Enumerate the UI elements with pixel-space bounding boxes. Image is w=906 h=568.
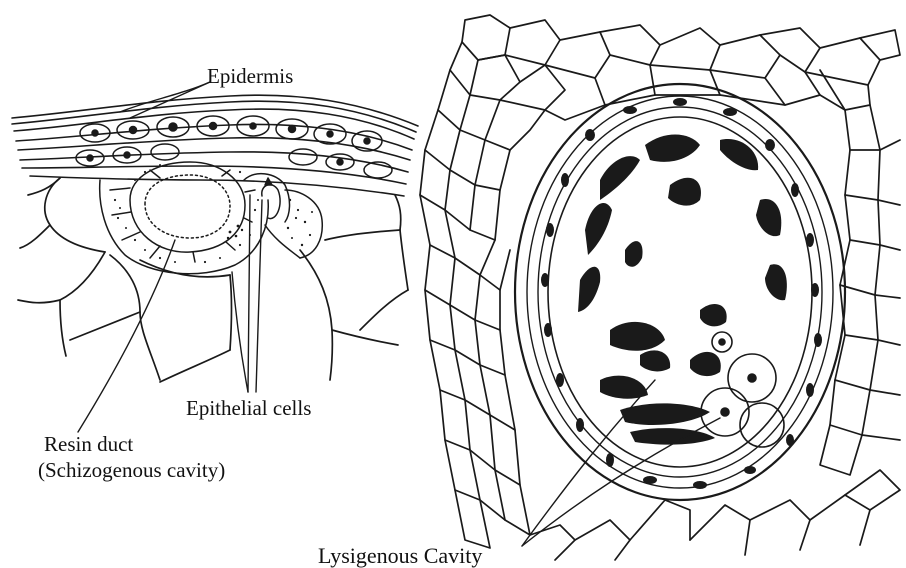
label-epithelial-cells: Epithelial cells [186, 396, 311, 420]
lysigenous-section [420, 15, 900, 560]
leader-lines-left [78, 82, 262, 432]
parenchyma-cells [18, 178, 408, 382]
label-schizogenous-cavity: (Schizogenous cavity) [38, 458, 225, 482]
disintegrating-cells [578, 134, 787, 444]
secretory-cells [701, 332, 784, 447]
parenchyma-network [420, 15, 900, 560]
label-resin-duct: Resin duct [44, 432, 133, 456]
label-lysigenous-cavity: Lysigenous Cavity [318, 544, 482, 568]
label-epidermis: Epidermis [207, 64, 293, 88]
schizogenous-section [12, 82, 418, 432]
